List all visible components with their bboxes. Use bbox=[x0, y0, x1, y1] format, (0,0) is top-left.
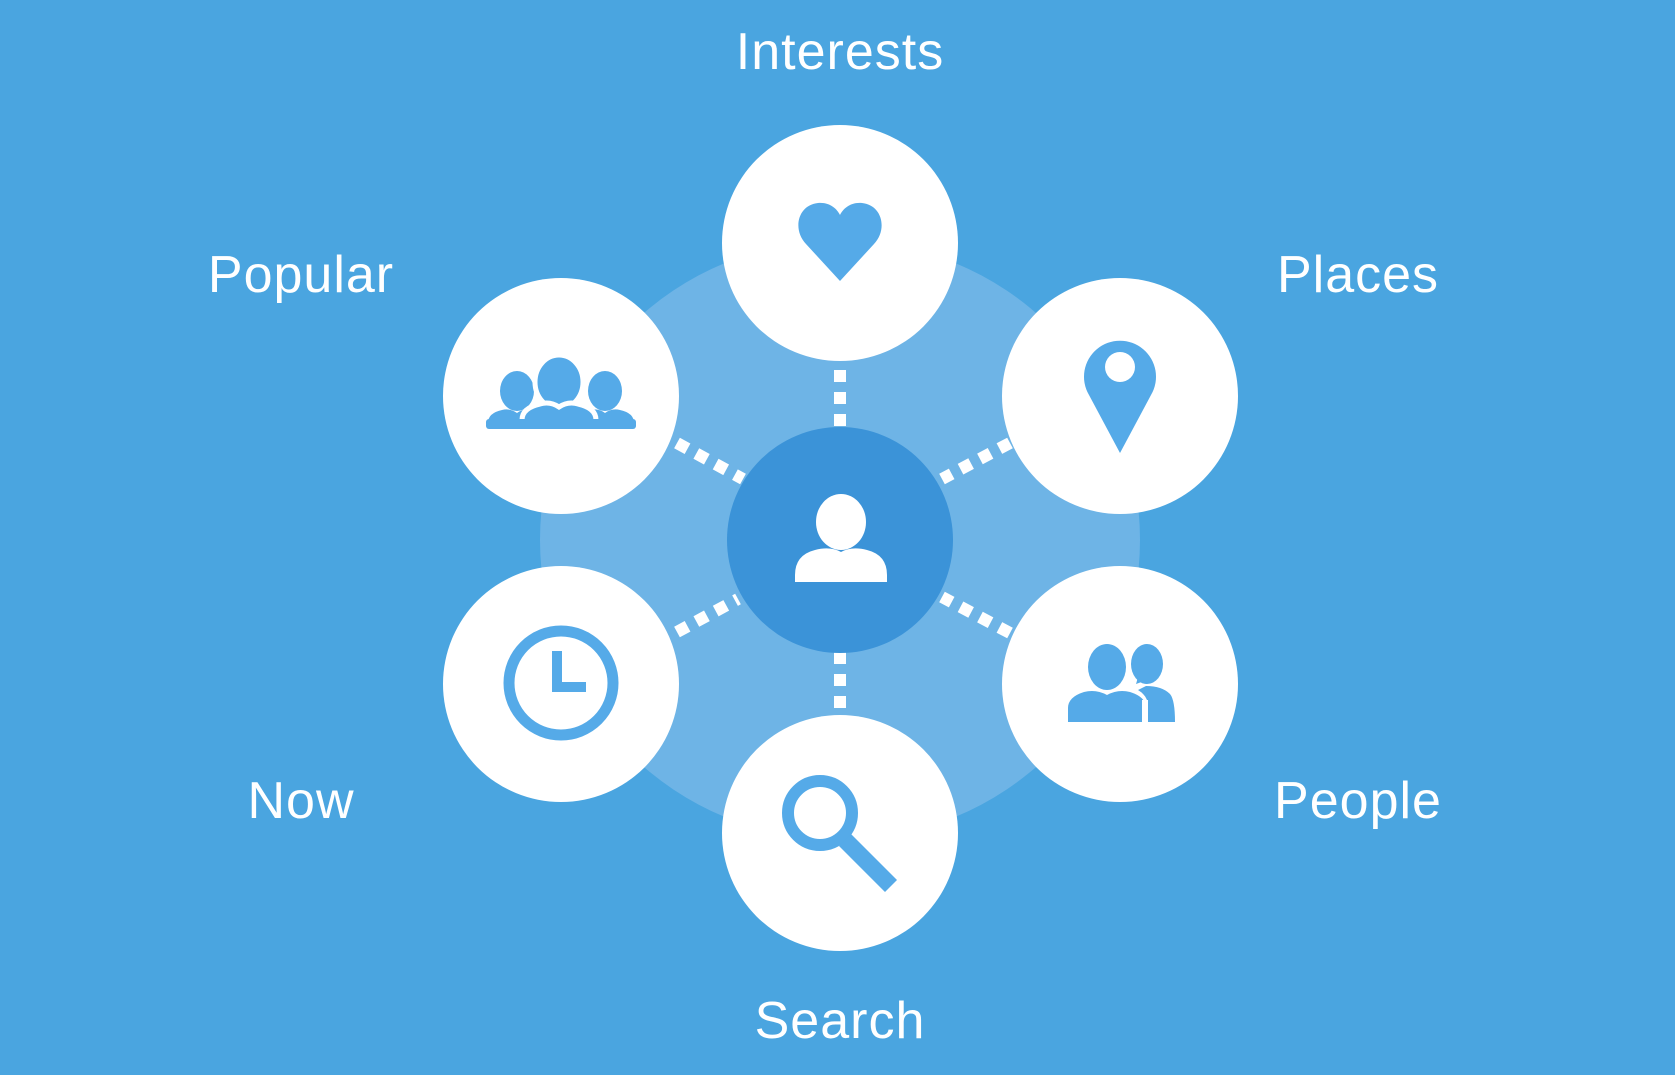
label-popular: Popular bbox=[207, 246, 395, 304]
group-icon bbox=[486, 352, 636, 431]
clock-icon bbox=[503, 625, 619, 741]
connector-now bbox=[674, 593, 741, 638]
node-people[interactable] bbox=[1002, 566, 1238, 802]
label-search: Search bbox=[754, 992, 926, 1050]
map-pin-icon bbox=[1084, 340, 1156, 453]
label-interests: Interests bbox=[735, 23, 945, 81]
node-interests[interactable] bbox=[722, 125, 958, 361]
node-places[interactable] bbox=[1002, 278, 1238, 514]
magnifier-icon bbox=[782, 775, 898, 893]
label-now: Now bbox=[247, 772, 355, 830]
node-now[interactable] bbox=[443, 566, 679, 802]
center-node[interactable] bbox=[727, 427, 953, 653]
label-places: Places bbox=[1276, 246, 1440, 304]
node-search[interactable] bbox=[722, 715, 958, 951]
connectors bbox=[674, 370, 1013, 710]
heart-icon bbox=[798, 202, 882, 281]
node-popular[interactable] bbox=[443, 278, 679, 514]
label-people: People bbox=[1274, 772, 1442, 830]
two-people-icon bbox=[1068, 644, 1175, 722]
user-icon bbox=[795, 494, 887, 582]
